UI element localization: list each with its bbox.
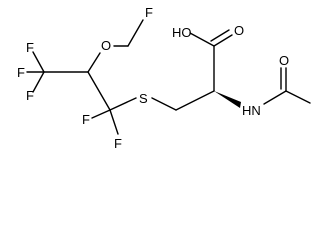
bond-ch2-calpha [175,90,215,111]
bond-cf2-f-down [109,109,119,135]
atom-label-f: F [26,88,34,103]
bond-c-o-double-b [210,29,230,42]
bond-ch-cf2 [87,71,111,111]
bond-amide-n [263,90,287,105]
atom-label-layer: F O F F F F F S HO O HN O [17,5,289,151]
atom-label-s: S [139,91,148,106]
atom-label-o: O [101,38,111,53]
bond-cf2-f-left [91,109,111,119]
bond-cf3-f-top [32,51,45,73]
atom-label-hn: HN [242,103,261,118]
bond-c-oh [189,32,215,47]
bond-s-ch2 [151,97,177,111]
bond-cf2-s [109,97,137,111]
atom-label-f: F [114,136,122,151]
atom-label-f: F [17,65,25,80]
atom-label-o: O [279,53,289,68]
bond-layer [26,19,311,135]
atom-label-f: F [82,112,90,127]
bond-c-o-double-a [213,34,233,47]
bond-ch2-f [127,19,144,47]
atom-label-f: F [145,5,153,20]
bond-o-ch [87,52,101,73]
molecule-drawing: F O F F F F F S HO O HN O [17,5,311,151]
atom-label-ho: HO [172,25,192,40]
bond-amide-methyl [285,90,311,104]
atom-label-o: O [234,23,244,38]
structure-diagram: F O F F F F F S HO O HN O [17,5,311,151]
stereo-wedge-bond [214,91,241,108]
bond-cf3-f-bottom [32,71,45,93]
atom-label-f: F [26,40,34,55]
